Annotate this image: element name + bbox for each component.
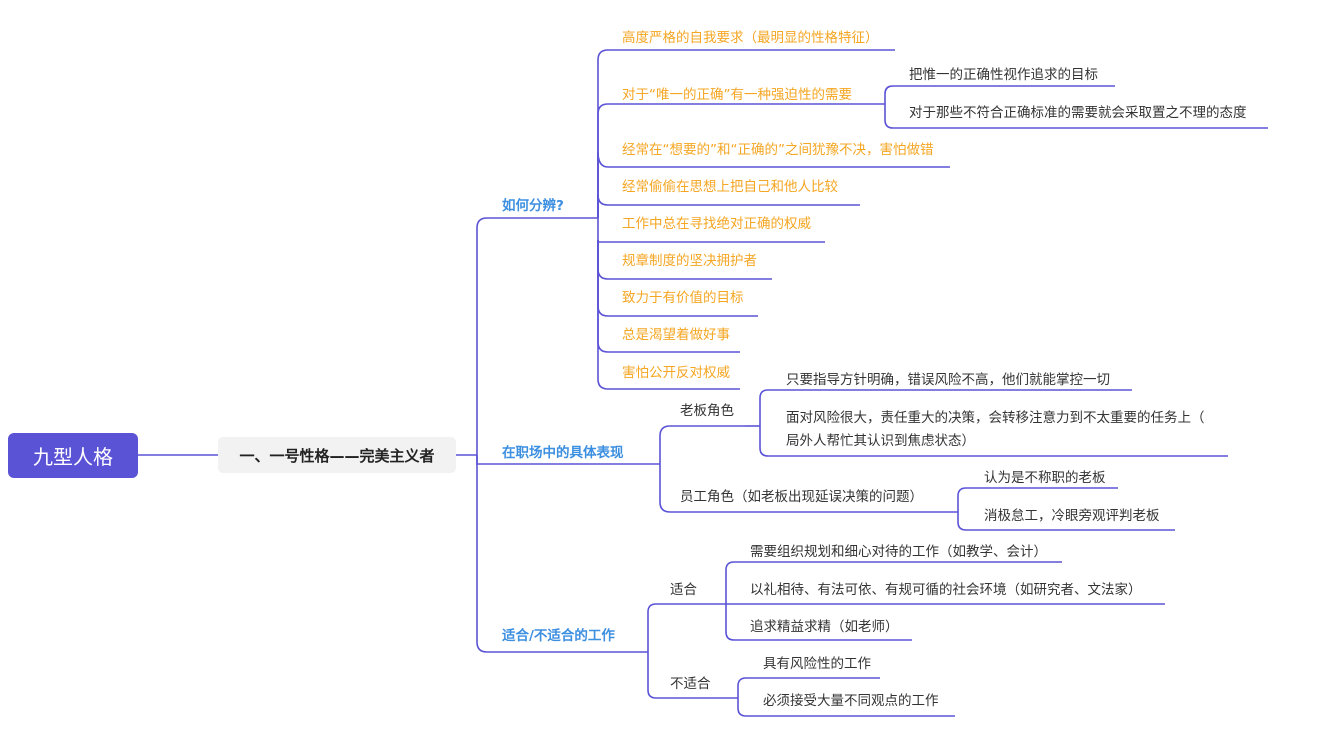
employee-role-item[interactable]: 认为是不称职的老板 — [984, 470, 1106, 486]
branch-identify[interactable]: 如何分辨? — [502, 198, 564, 214]
suitable-item[interactable]: 以礼相待、有法可依、有规可循的社会环境（如研究者、文法家） — [750, 582, 1142, 598]
boss-role-item[interactable]: 只要指导方针明确，错误风险不高，他们就能掌控一切 — [786, 372, 1110, 388]
unsuitable-item[interactable]: 具有风险性的工作 — [763, 656, 871, 672]
employee-role-node[interactable]: 员工角色（如老板出现延误决策的问题） — [680, 489, 923, 505]
unsuitable-item[interactable]: 必须接受大量不同观点的工作 — [763, 693, 939, 709]
boss-role-item-cont: 局外人帮忙其认识到焦虑状态） — [786, 433, 975, 449]
suitable-item[interactable]: 追求精益求精（如老师） — [750, 619, 899, 635]
suitable-item[interactable]: 需要组织规划和细心对待的工作（如教学、会计） — [750, 544, 1047, 560]
identify-item[interactable]: 经常偷偷在思想上把自己和他人比较 — [622, 179, 838, 195]
identify-item[interactable]: 工作中总在寻找绝对正确的权威 — [622, 216, 811, 232]
suitable-node[interactable]: 适合 — [670, 582, 697, 598]
topic-node[interactable]: 一、一号性格——完美主义者 — [218, 437, 456, 473]
identify-subitem[interactable]: 把惟一的正确性视作追求的目标 — [909, 67, 1098, 83]
boss-role-item[interactable]: 面对风险很大，责任重大的决策，会转移注意力到不太重要的任务上（ — [786, 410, 1205, 426]
branch-jobs[interactable]: 适合/不适合的工作 — [502, 628, 615, 644]
root-node[interactable]: 九型人格 — [8, 433, 138, 478]
employee-role-item[interactable]: 消极怠工，冷眼旁观评判老板 — [984, 508, 1160, 524]
workplace-connectors — [659, 389, 1228, 531]
identify-item[interactable]: 经常在“想要的”和“正确的”之间犹豫不决，害怕做错 — [622, 142, 934, 158]
identify-item[interactable]: 规章制度的坚决拥护者 — [622, 253, 757, 269]
identify-item[interactable]: 致力于有价值的目标 — [622, 290, 744, 306]
unsuitable-node[interactable]: 不适合 — [670, 676, 711, 692]
identify-connectors — [597, 49, 1268, 390]
jobs-connectors — [647, 561, 1165, 717]
connector-jobs — [476, 455, 648, 653]
connector-identify — [476, 217, 598, 455]
identify-subitem[interactable]: 对于那些不符合正确标准的需要就会采取置之不理的态度 — [909, 105, 1247, 121]
identify-item[interactable]: 害怕公开反对权威 — [622, 365, 730, 381]
boss-role-node[interactable]: 老板角色 — [680, 403, 734, 419]
identify-item[interactable]: 对于“唯一的正确”有一种强迫性的需要 — [622, 87, 852, 103]
identify-item[interactable]: 高度严格的自我要求（最明显的性格特征） — [622, 30, 879, 46]
branch-workplace[interactable]: 在职场中的具体表现 — [502, 445, 624, 461]
identify-item[interactable]: 总是渴望着做好事 — [622, 327, 730, 343]
